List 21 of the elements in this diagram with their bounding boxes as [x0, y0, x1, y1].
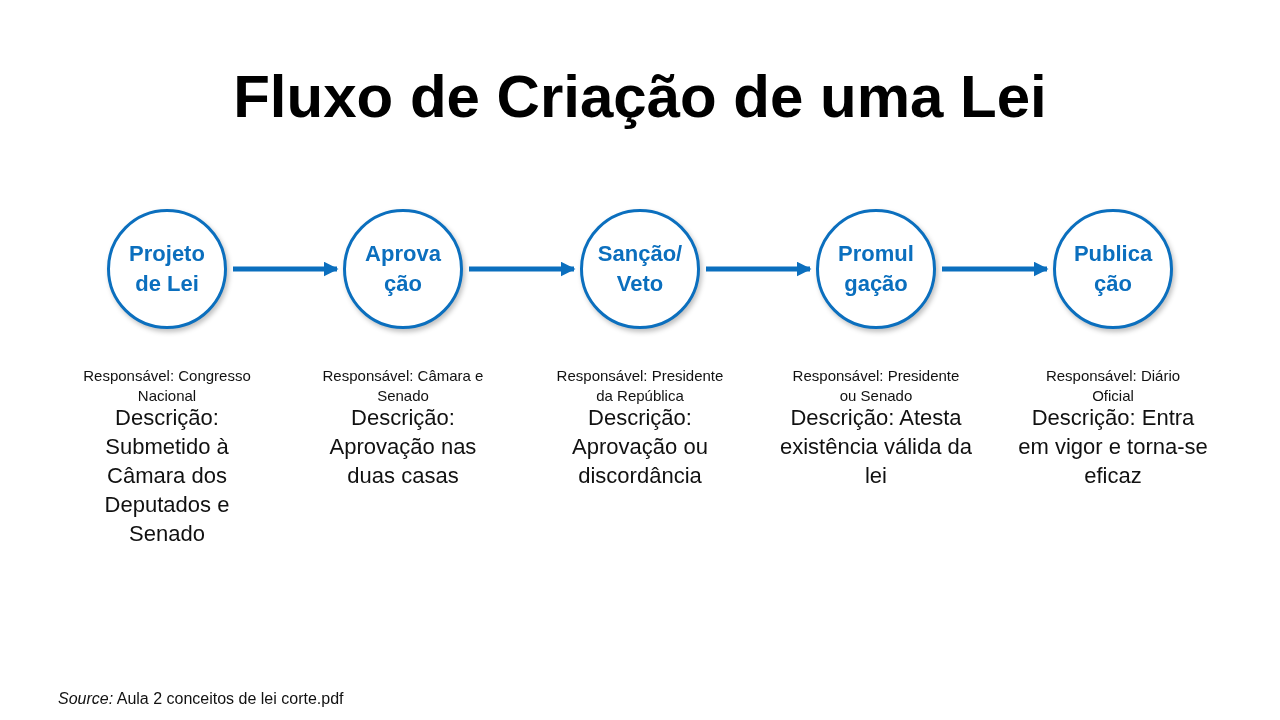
- responsible-text: Responsável: Câmara e Senado: [321, 366, 485, 406]
- caption: Source: Aula 2 conceitos de lei corte.pdf: [58, 690, 344, 708]
- process-circle: Aprovação: [343, 209, 463, 329]
- arrow: [469, 261, 576, 277]
- process-circle: Publicação: [1053, 209, 1173, 329]
- arrow: [706, 261, 812, 277]
- description-text: Descrição: Aprovação ou discordância: [571, 404, 709, 490]
- description-text: Descrição: Entra em vigor e torna-se eficaz: [1017, 404, 1209, 490]
- description-text: Descrição: Submetido à Câmara dos Deputados e Senado: [103, 404, 231, 548]
- description-text: Descrição: Aprovação nas duas casas: [328, 404, 478, 490]
- responsible-text: Responsável: Diário Oficial: [1044, 366, 1182, 406]
- responsible-text: Responsável: Congresso Nacional: [82, 366, 252, 406]
- arrow: [942, 261, 1049, 277]
- process-circle: Promulgação: [816, 209, 936, 329]
- responsible-text: Responsável: Presidente da República: [555, 366, 725, 406]
- process-circle: Sanção/ Veto: [580, 209, 700, 329]
- responsible-text: Responsável: Presidente ou Senado: [791, 366, 961, 406]
- arrow: [233, 261, 339, 277]
- process-circle: Projeto de Lei: [107, 209, 227, 329]
- title: Fluxo de Criação de uma Lei: [232, 62, 1048, 131]
- description-text: Descrição: Atesta existência válida da lei: [779, 404, 973, 490]
